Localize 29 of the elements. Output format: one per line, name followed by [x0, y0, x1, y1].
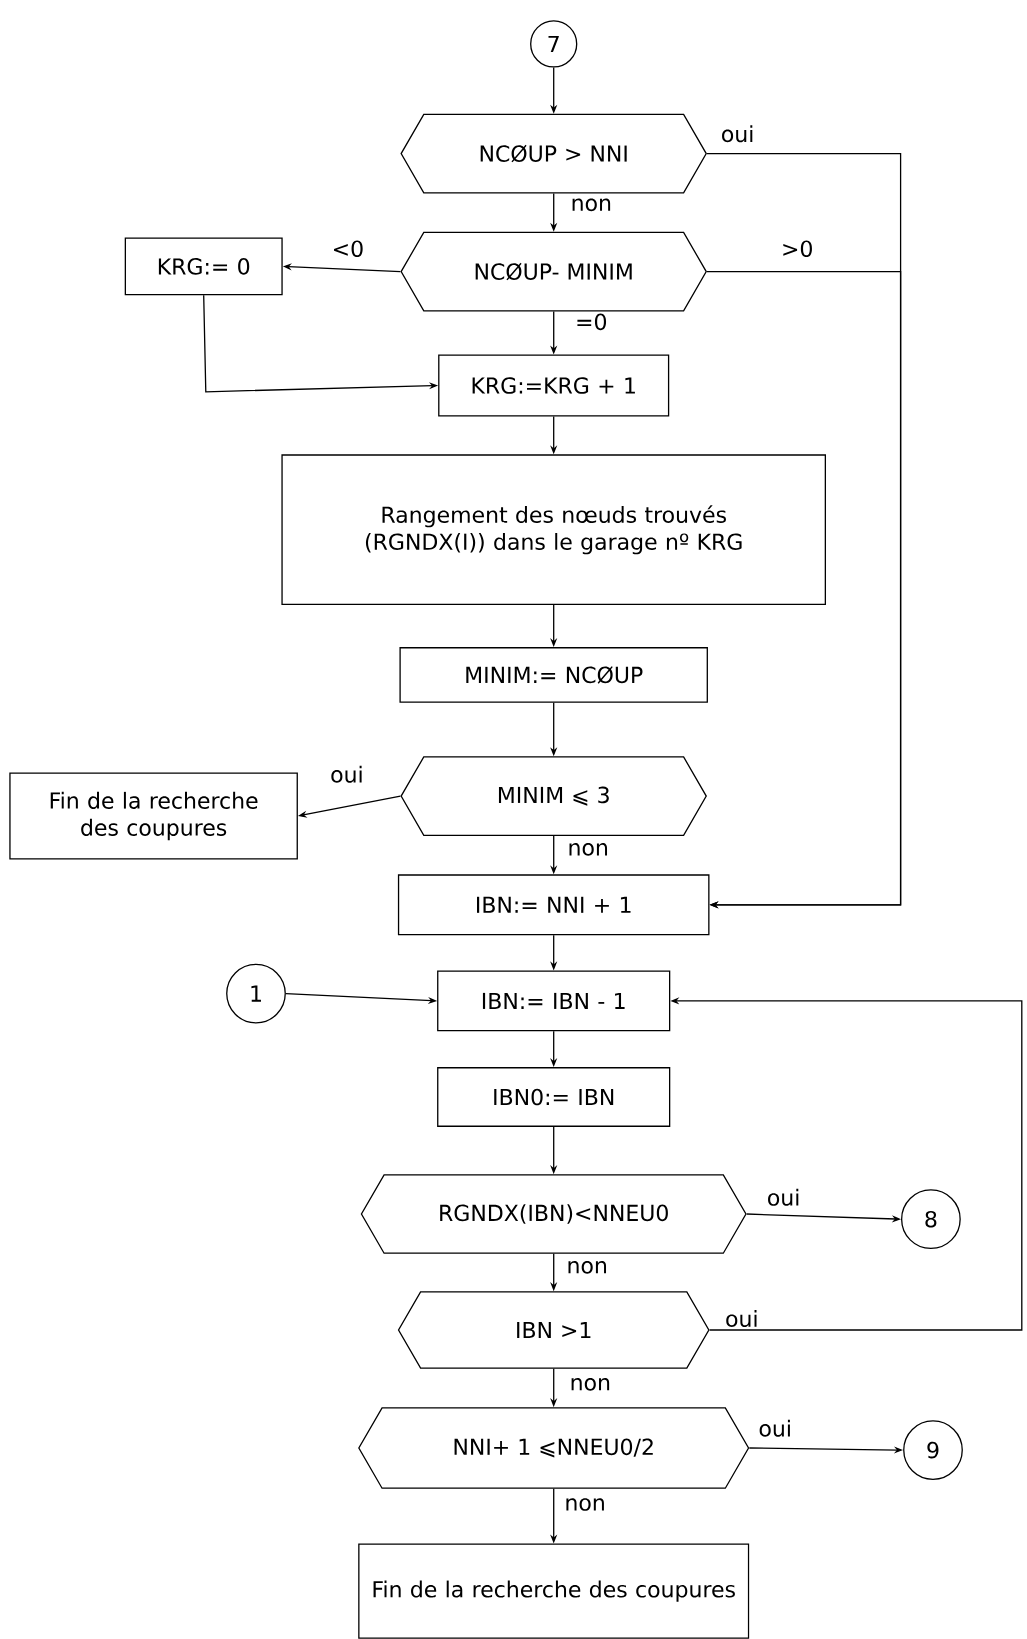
edge-label: oui [719, 124, 756, 144]
decision-hexagon: RGNDX(IBN)<NNEU0 [360, 1174, 747, 1254]
decision-hexagon: NCØUP- MINIM [400, 231, 707, 312]
edge-label: oui [757, 1418, 793, 1438]
process-box: KRG:=KRG + 1 [438, 354, 670, 417]
decision-hexagon: IBN >1 [397, 1291, 710, 1369]
process-box: Fin de la recherche des coupures [358, 1543, 750, 1639]
edge-label: <0 [330, 239, 366, 259]
decision-hexagon: NNI+ 1 ⩽NNEU0/2 [358, 1407, 750, 1489]
process-box: KRG:= 0 [124, 237, 283, 296]
arrow [706, 270, 902, 909]
process-box: IBN:= NNI + 1 [397, 874, 710, 936]
decision-hexagon: MINIM ⩽ 3 [400, 756, 707, 836]
edge-label: =0 [574, 312, 609, 332]
edge-label: oui [329, 764, 365, 784]
edge-label: non [568, 1377, 612, 1392]
edge-label: non [566, 842, 610, 857]
edge-label: non [569, 197, 613, 213]
process-box: MINIM:= NCØUP [399, 647, 708, 703]
edge-label: non [563, 1497, 607, 1512]
edge-label: oui [765, 1187, 802, 1207]
process-box: Rangement des nœuds trouvés (RGNDX(I)) dans le garage nº KRG [281, 454, 826, 606]
process-box: Fin de la recherche des coupures [9, 772, 298, 860]
decision-hexagon: NCØUP > NNI [400, 113, 707, 194]
edge-label: >0 [780, 239, 815, 259]
process-box: IBN:= IBN - 1 [437, 970, 671, 1032]
edge-label: oui [724, 1309, 760, 1328]
process-box: IBN0:= IBN [437, 1067, 671, 1127]
edge-label: non [565, 1260, 609, 1275]
